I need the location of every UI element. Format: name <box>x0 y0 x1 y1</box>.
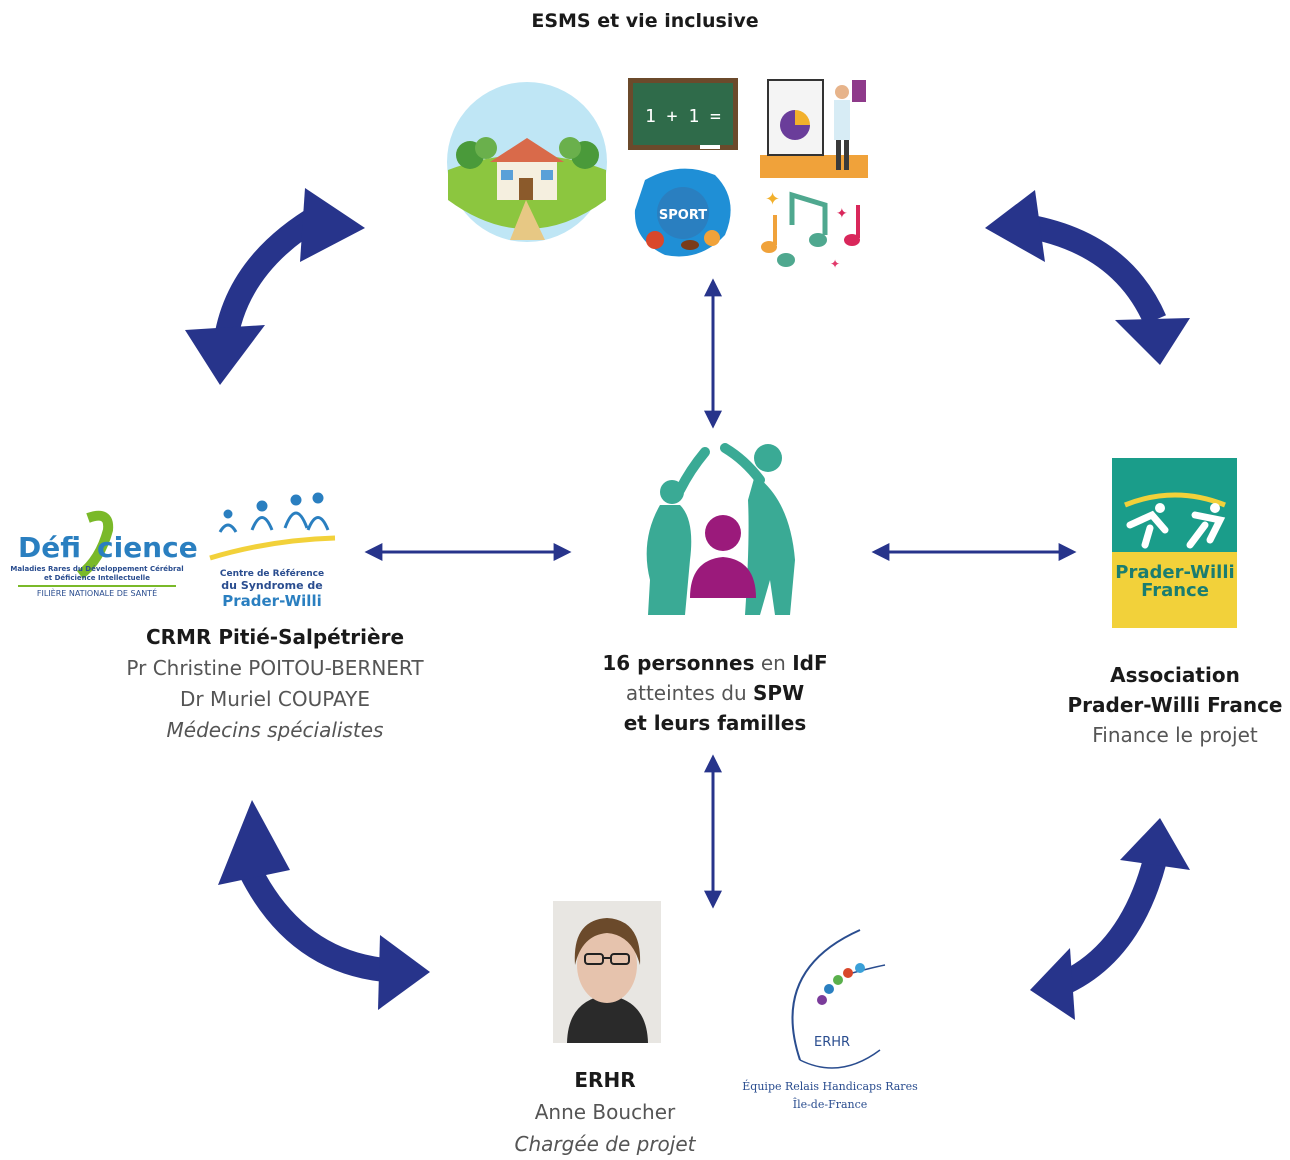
chalkboard-icon: 1 + 1 = <box>628 78 738 150</box>
center-word-atteintes: atteintes du <box>625 681 753 705</box>
svg-text:cience: cience <box>97 531 198 564</box>
svg-text:Maladies Rares du Développemen: Maladies Rares du Développement Cérébral <box>10 565 183 573</box>
defiscience-logo: Défi cience Maladies Rares du Développem… <box>10 510 198 598</box>
bottom-person: Anne Boucher <box>534 1100 676 1124</box>
left-person-1: Pr Christine POITOU-BERNERT <box>126 656 424 680</box>
svg-text:FILIÈRE NATIONALE DE SANTÉ: FILIÈRE NATIONALE DE SANTÉ <box>37 587 157 598</box>
svg-text:du Syndrome de: du Syndrome de <box>221 579 322 592</box>
svg-text:Centre de Référence: Centre de Référence <box>220 568 324 579</box>
sport-icon: SPORT <box>634 168 731 257</box>
svg-text:✦: ✦ <box>836 206 848 222</box>
curved-arrow-top-right <box>985 190 1190 365</box>
center-syndrome: SPW <box>753 681 805 705</box>
erhr-logo: ERHR Équipe Relais Handicaps Rares Île-d… <box>742 929 918 1111</box>
curved-arrow-bottom-right <box>1030 818 1190 1020</box>
sport-label: SPORT <box>659 208 707 223</box>
chalkboard-text: 1 + 1 = <box>645 106 721 127</box>
svg-text:✦: ✦ <box>830 257 840 271</box>
crmr-prader-willi-logo: Centre de Référence du Syndrome de Prade… <box>209 492 336 610</box>
curved-arrow-bottom-left <box>218 800 430 1010</box>
left-node-text: CRMR Pitié-Salpétrière Pr Christine POIT… <box>95 622 455 746</box>
center-node-text: 16 personnes en IdF atteintes du SPW et … <box>540 648 890 738</box>
bottom-name: ERHR <box>574 1068 636 1092</box>
svg-text:Île-de-France: Île-de-France <box>793 1097 868 1111</box>
svg-text:✦: ✦ <box>765 189 780 210</box>
right-name-line1: Association <box>1110 663 1240 687</box>
bottom-node-text: ERHR Anne Boucher Chargée de projet <box>455 1064 755 1160</box>
presentation-icon <box>760 79 868 178</box>
left-role: Médecins spécialistes <box>166 718 384 742</box>
family-figures-icon <box>646 443 795 615</box>
curved-arrow-top-left <box>185 188 365 385</box>
page-title: ESMS et vie inclusive <box>531 10 759 32</box>
svg-text:et Déficience Intellectuelle: et Déficience Intellectuelle <box>44 574 150 582</box>
center-word-en: en <box>754 651 793 675</box>
center-region: IdF <box>792 651 828 675</box>
left-person-2: Dr Muriel COUPAYE <box>179 687 371 711</box>
svg-text:France: France <box>1141 580 1209 601</box>
svg-text:Prader-Willi: Prader-Willi <box>222 592 322 610</box>
left-name: CRMR Pitié-Salpétrière <box>145 625 405 649</box>
center-count: 16 personnes <box>602 651 755 675</box>
right-name-line2: Prader-Willi France <box>1067 693 1283 717</box>
bottom-role: Chargée de projet <box>514 1132 696 1156</box>
svg-text:Défi: Défi <box>18 531 81 564</box>
right-node-text: Association Prader-Willi France Finance … <box>1040 660 1290 750</box>
svg-text:Prader-Willi: Prader-Willi <box>1115 562 1234 583</box>
erhr-logo-acronym: ERHR <box>814 1035 850 1050</box>
music-notes-icon: ✦ ✦ ✦ <box>761 189 860 271</box>
house-landscape-icon <box>447 82 607 242</box>
anne-boucher-photo <box>553 901 661 1043</box>
prader-willi-france-logo: Prader-Willi France <box>1112 458 1237 628</box>
right-role: Finance le projet <box>1092 723 1258 747</box>
center-families: et leurs familles <box>623 711 807 735</box>
svg-text:Équipe Relais Handicaps Rares: Équipe Relais Handicaps Rares <box>742 1079 918 1093</box>
